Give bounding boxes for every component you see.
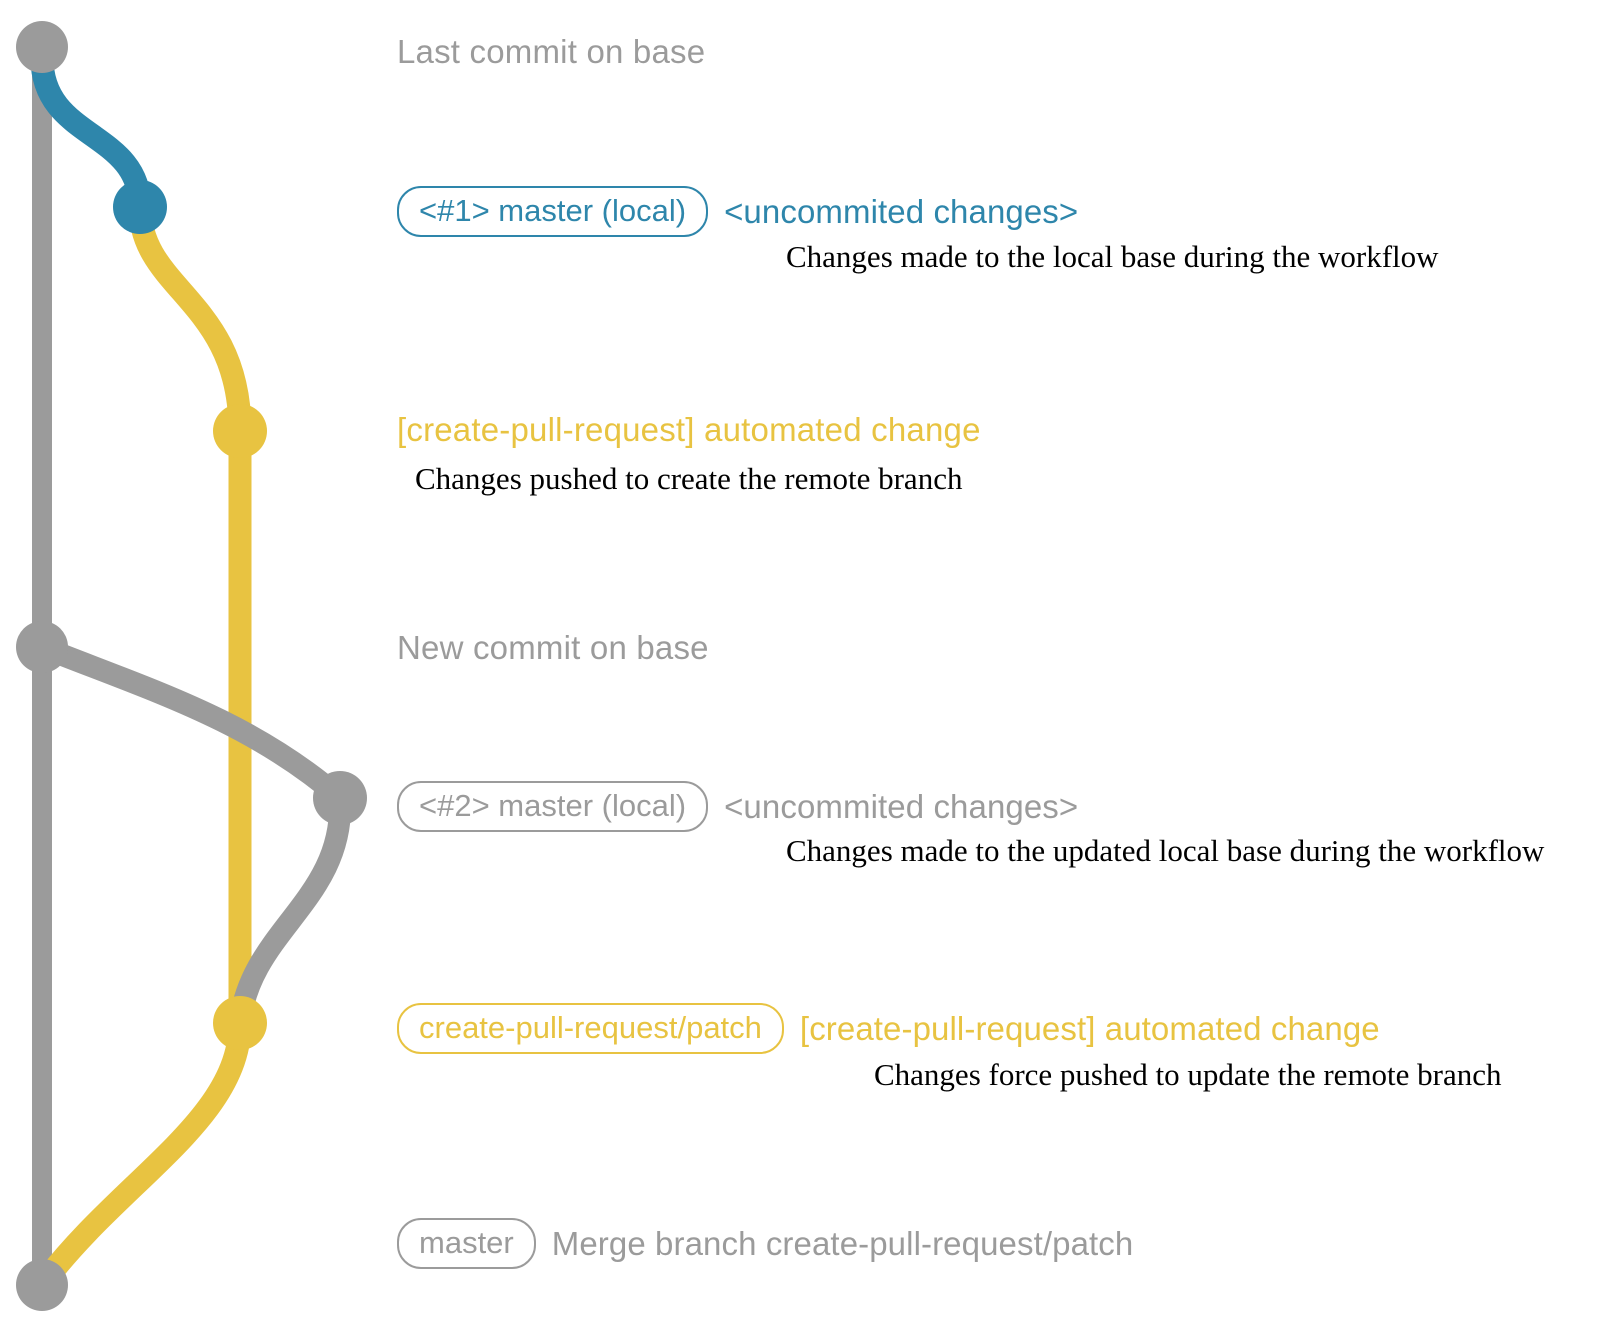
entry-automated-change-1: [create-pull-request] automated change <box>397 411 981 449</box>
commit-description-automated-change-1: Changes pushed to create the remote bran… <box>415 461 963 496</box>
commit-node-merge[interactable] <box>16 1259 68 1311</box>
commit-node-new-commit-on-base[interactable] <box>16 621 68 673</box>
branch-pill-master-local-1[interactable]: <#1> master (local) <box>397 186 709 237</box>
entry-master-local-2: <#2> master (local) <uncommited changes> <box>397 781 1078 832</box>
entry-automated-change-2: create-pull-request/patch [create-pull-r… <box>397 1003 1380 1054</box>
commit-subject-last-commit-on-base: Last commit on base <box>397 33 706 70</box>
entry-merge-commit: master Merge branch create-pull-request/… <box>397 1218 1133 1269</box>
commit-subject-merge: Merge branch create-pull-request/patch <box>551 1224 1134 1262</box>
commit-description-master-local-2: Changes made to the updated local base d… <box>786 833 1545 868</box>
branch-pill-create-pull-request-patch[interactable]: create-pull-request/patch <box>397 1003 784 1054</box>
branch-pill-master-local-2[interactable]: <#2> master (local) <box>397 781 709 832</box>
commit-subject-master-local-1: <uncommited changes> <box>724 192 1079 230</box>
commit-node-master-local-2[interactable] <box>313 771 367 825</box>
entry-master-local-1: <#1> master (local) <uncommited changes> <box>397 186 1078 237</box>
commit-description-automated-change-2: Changes force pushed to update the remot… <box>874 1057 1502 1092</box>
commit-node-automated-change-2[interactable] <box>213 996 267 1050</box>
commit-description-master-local-1: Changes made to the local base during th… <box>786 239 1439 274</box>
commit-node-last-commit-on-base[interactable] <box>16 21 68 73</box>
entry-last-commit-on-base: Last commit on base <box>397 33 705 71</box>
branch-pill-master[interactable]: master <box>397 1218 536 1269</box>
commit-node-automated-change-1[interactable] <box>213 404 267 458</box>
entry-new-commit-on-base: New commit on base <box>397 629 709 667</box>
commit-subject-automated-change-1: [create-pull-request] automated change <box>397 411 981 448</box>
detour-branch-line <box>31 636 351 809</box>
commit-subject-automated-change-2: [create-pull-request] automated change <box>799 1009 1380 1047</box>
commit-subject-new-commit-on-base: New commit on base <box>397 629 709 666</box>
commit-subject-master-local-2: <uncommited changes> <box>724 787 1079 825</box>
detour-return-line <box>229 787 352 1034</box>
patch-lane-line <box>128 195 252 1035</box>
patch-merge-line <box>30 1011 252 1297</box>
commit-node-master-local-1[interactable] <box>113 180 167 234</box>
